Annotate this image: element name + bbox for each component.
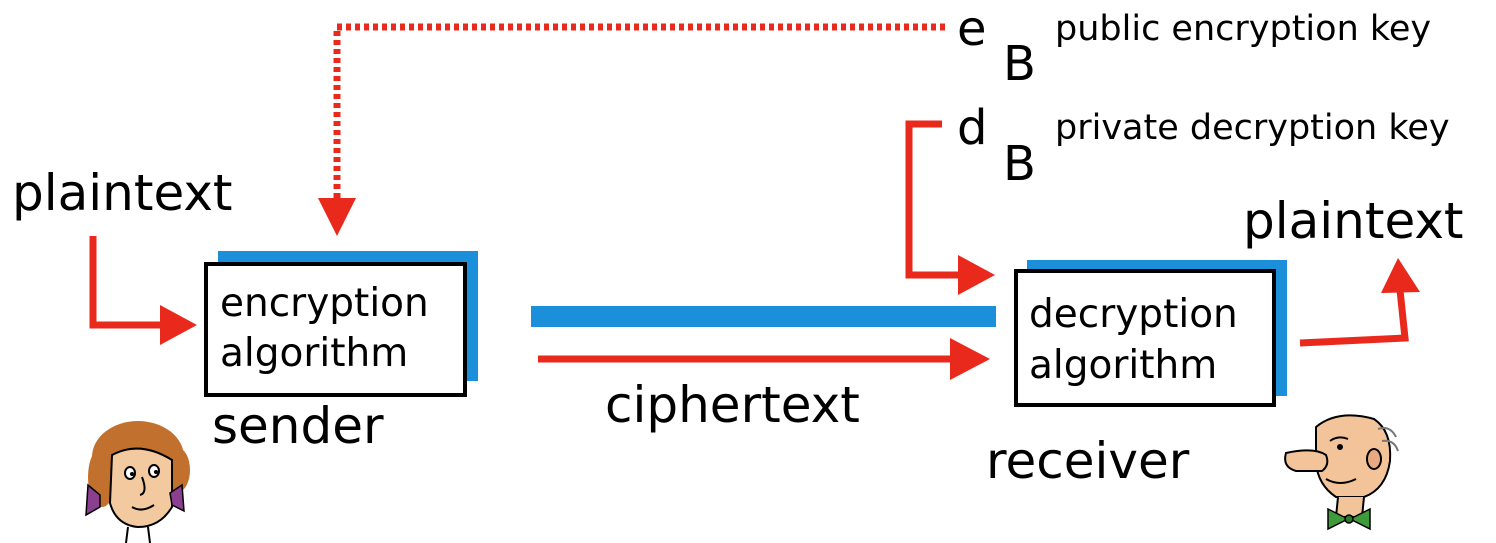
plaintext-input-arrow <box>89 236 197 345</box>
bob-receiver-illustration <box>1284 414 1399 531</box>
sender-label: sender <box>212 397 384 455</box>
plaintext-input-label: plaintext <box>12 164 233 222</box>
decryption-box-line2: algorithm <box>1029 343 1218 388</box>
encryption-box-line1: encryption <box>220 281 429 326</box>
public-key-letter: e <box>957 1 987 57</box>
ciphertext-arrow <box>538 338 990 380</box>
plaintext-output-arrow <box>1299 258 1420 347</box>
public-key-subscript: B <box>1003 36 1036 92</box>
encryption-box-line2: algorithm <box>220 331 409 376</box>
alice-sender-illustration <box>85 421 190 543</box>
receiver-label: receiver <box>986 432 1190 490</box>
private-key-description: private decryption key <box>1055 108 1450 148</box>
plaintext-output-label: plaintext <box>1243 192 1464 250</box>
private-key-subscript: B <box>1003 136 1036 192</box>
private-key-letter: d <box>957 100 988 156</box>
private-key-arrow <box>905 120 995 295</box>
public-key-description: public encryption key <box>1055 9 1432 49</box>
encryption-algorithm-box: encryption algorithm <box>204 262 467 397</box>
communication-channel <box>531 306 996 327</box>
decryption-algorithm-box: decryption algorithm <box>1014 269 1276 407</box>
public-key-arrow <box>318 23 945 236</box>
ciphertext-label: ciphertext <box>605 376 860 434</box>
decryption-box-line1: decryption <box>1029 292 1238 337</box>
